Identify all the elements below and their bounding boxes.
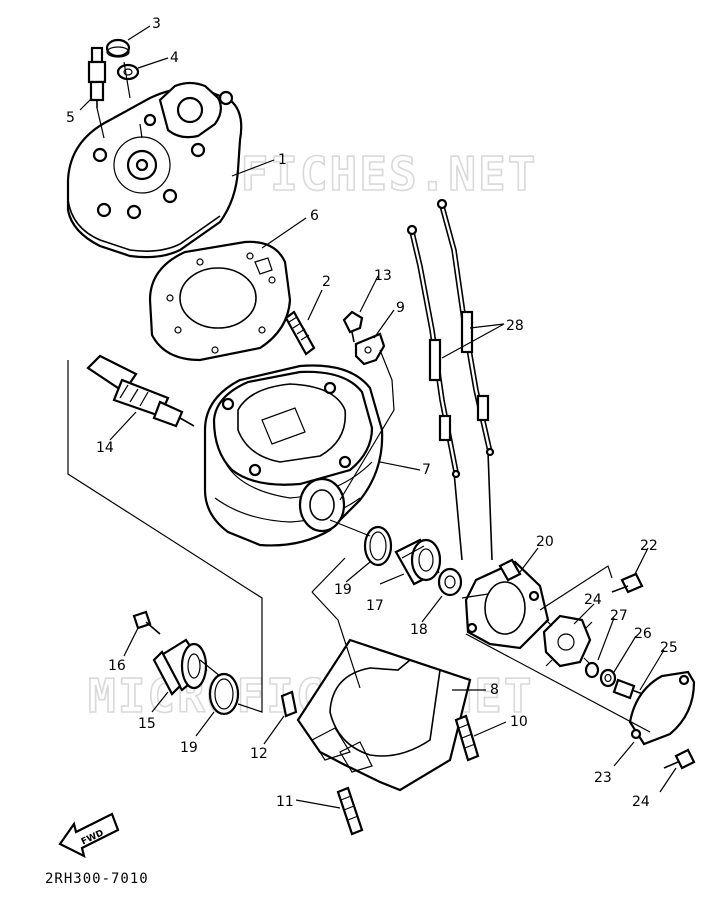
callout-17: 17 [366, 598, 384, 614]
part-stud-bolt-2 [284, 310, 316, 356]
part-o-ring-upper [363, 525, 393, 567]
part-spark-plug [87, 46, 107, 108]
callout-22: 23 [594, 770, 612, 786]
leader-lines [67, 25, 677, 809]
callout-21: 22 [640, 538, 658, 554]
callout-15: 15 [138, 716, 156, 732]
callout-13: 13 [374, 268, 392, 284]
callout-10: 10 [510, 714, 528, 730]
callout-19a: 19 [334, 582, 352, 598]
part-joint-15 [152, 638, 208, 696]
part-cylinder [203, 364, 384, 547]
part-bolt-21 [611, 572, 644, 594]
diagram-code: 2RH300-7010 [45, 871, 149, 887]
callout-14: 14 [96, 440, 114, 456]
callout-25: 25 [660, 640, 678, 656]
part-cylinder-gasket [296, 638, 472, 792]
part-oil-seal [437, 567, 463, 597]
callout-12: 12 [250, 746, 268, 762]
callout-5: 5 [66, 110, 75, 126]
callout-6: 6 [310, 208, 319, 224]
callout-24: 24 [584, 592, 602, 608]
part-o-ring-lower [208, 672, 240, 716]
part-bolt-16 [132, 610, 161, 635]
part-thermo-unit [86, 354, 195, 428]
callout-11: 11 [276, 794, 294, 810]
part-screw [663, 748, 696, 770]
callout-2: 2 [322, 274, 331, 290]
part-gasket-small [116, 63, 140, 81]
part-valve-cables [406, 198, 495, 561]
callout-1: 1 [278, 152, 287, 168]
part-washer [599, 668, 617, 688]
callouts: 3 4 5 1 6 2 13 9 28 14 7 20 22 19 17 18 … [66, 16, 678, 810]
callout-23: 24 [632, 794, 650, 810]
part-stud-bolt-10 [454, 714, 480, 762]
part-power-valve-housing [464, 558, 550, 650]
callout-7: 7 [422, 462, 431, 478]
part-joint-17 [394, 538, 442, 586]
callout-19b: 19 [180, 740, 198, 756]
part-cover [628, 670, 696, 746]
part-bracket [354, 332, 386, 366]
part-cylinder-head [66, 81, 243, 259]
callout-16: 16 [108, 658, 126, 674]
callout-9: 9 [396, 300, 405, 316]
callout-8: 8 [490, 682, 499, 698]
part-bolt-13 [342, 310, 364, 343]
callout-28: 28 [506, 318, 524, 334]
callout-3: 3 [152, 16, 161, 32]
part-dowel-pin [280, 690, 298, 718]
callout-18: 18 [410, 622, 428, 638]
callout-27: 27 [610, 608, 628, 624]
part-cap [105, 38, 131, 58]
part-collar [584, 661, 600, 679]
part-pulley [542, 614, 593, 668]
callout-26: 26 [634, 626, 652, 642]
part-stud-bolt-11 [336, 786, 364, 836]
part-cylinder-head-gasket [148, 240, 292, 362]
fwd-arrow: FWD [58, 812, 120, 859]
callout-4: 4 [170, 50, 179, 66]
callout-20: 20 [536, 534, 554, 550]
